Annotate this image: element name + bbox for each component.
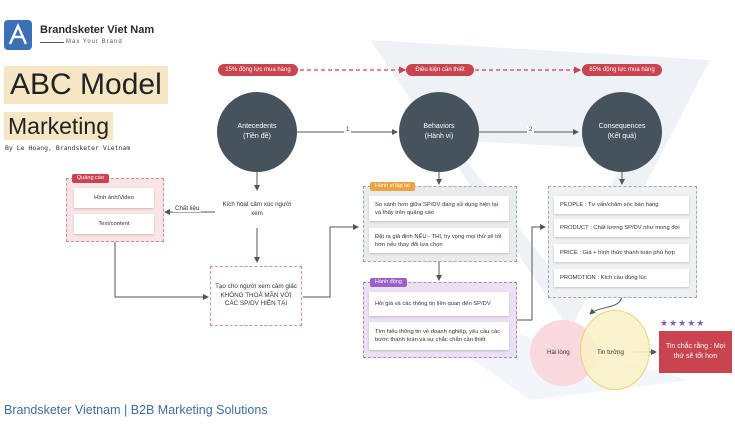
consequences-sub: (Kết quả) [607,133,637,140]
venn-circle-trust [580,310,650,390]
consequences-title: Consequences [598,123,646,130]
brand-divider [40,42,64,43]
circle-consequences: Consequences (Kết quả) [582,92,662,172]
behaviors-sub: (Hành vi) [424,133,454,140]
ads-item-image-video: Hình ảnh/Video [74,188,154,208]
brand-tagline: Max Your Brand [66,39,123,45]
rating-stars-icon: ★★★★★ [660,318,706,328]
stimulate-emotion-text: Kích hoạt cảm xúc người xem [222,201,292,217]
venn-label-trust: Tin tưởng [597,349,624,356]
byline: By Le Hoang, Brandsketer Vietnam [5,144,131,152]
consequence-product: PRODUCT : Chất lượng SP/DV như mong đợi [554,219,689,237]
behavior-action-item-2: Tìm hiểu thông tin về doanh nghiệp, yêu … [369,322,509,350]
venn-label-satisfied: Hài lòng [547,349,570,356]
feeling-box: Tạo cho người xem cảm giác KHÔNG THOẢ MÃ… [210,266,302,326]
brand-name: Brandsketer Viet Nam [40,24,155,36]
page-subtitle: Marketing [4,112,113,140]
behavior-action-tag: Hành động [370,278,407,287]
consequence-people: PEOPLE : Tư vấn/chăm sóc bán hàng [554,196,689,214]
top-label-middle: Điều kiện cần thiết [406,64,474,76]
circle-antecedents: Antecedents (Tiền đề) [217,92,297,172]
result-box: Tin chắc rằng : Mọi thứ sẽ tốt hơn [659,331,732,373]
top-label-left: 15% động lực mua hàng [218,64,298,76]
antecedents-sub: (Tiền đề) [243,133,271,140]
brandsketer-logo-icon [4,20,32,50]
consequence-promotion: PROMOTION : Kích cầu đúng lúc [554,269,689,287]
behavior-recognize-item-2: Đặt ra giả định NẾU - THÌ, hy vọng mọi t… [369,228,509,253]
circle-behaviors: Behaviors (Hành vi) [399,92,479,172]
ads-tag: Quảng cáo [72,174,109,183]
behaviors-title: Behaviors [423,123,455,130]
ads-item-text-content: Text/content [74,214,154,234]
behavior-recognize-tag: Hành vi lặp lại [370,182,415,191]
arrow-number-1: 1 [344,126,352,133]
behavior-action-item-1: Hỏi giá và các thông tin liên quan đến S… [369,292,509,316]
behavior-recognize-item-1: So sánh hơn giữa SP/DV đang sử dụng hiện… [369,196,509,221]
footer-text: Brandsketer Vietnam | B2B Marketing Solu… [4,403,268,417]
top-label-right: 85% động lực mua hàng [582,64,662,76]
page-title: ABC Model [4,66,168,104]
consequence-price: PRICE : Giá + hình thức thanh toán phù h… [554,244,689,262]
antecedents-title: Antecedents [237,123,277,130]
arrow-number-2: 2 [527,126,535,133]
chat-lieu-label: Chất liệu [173,205,202,212]
